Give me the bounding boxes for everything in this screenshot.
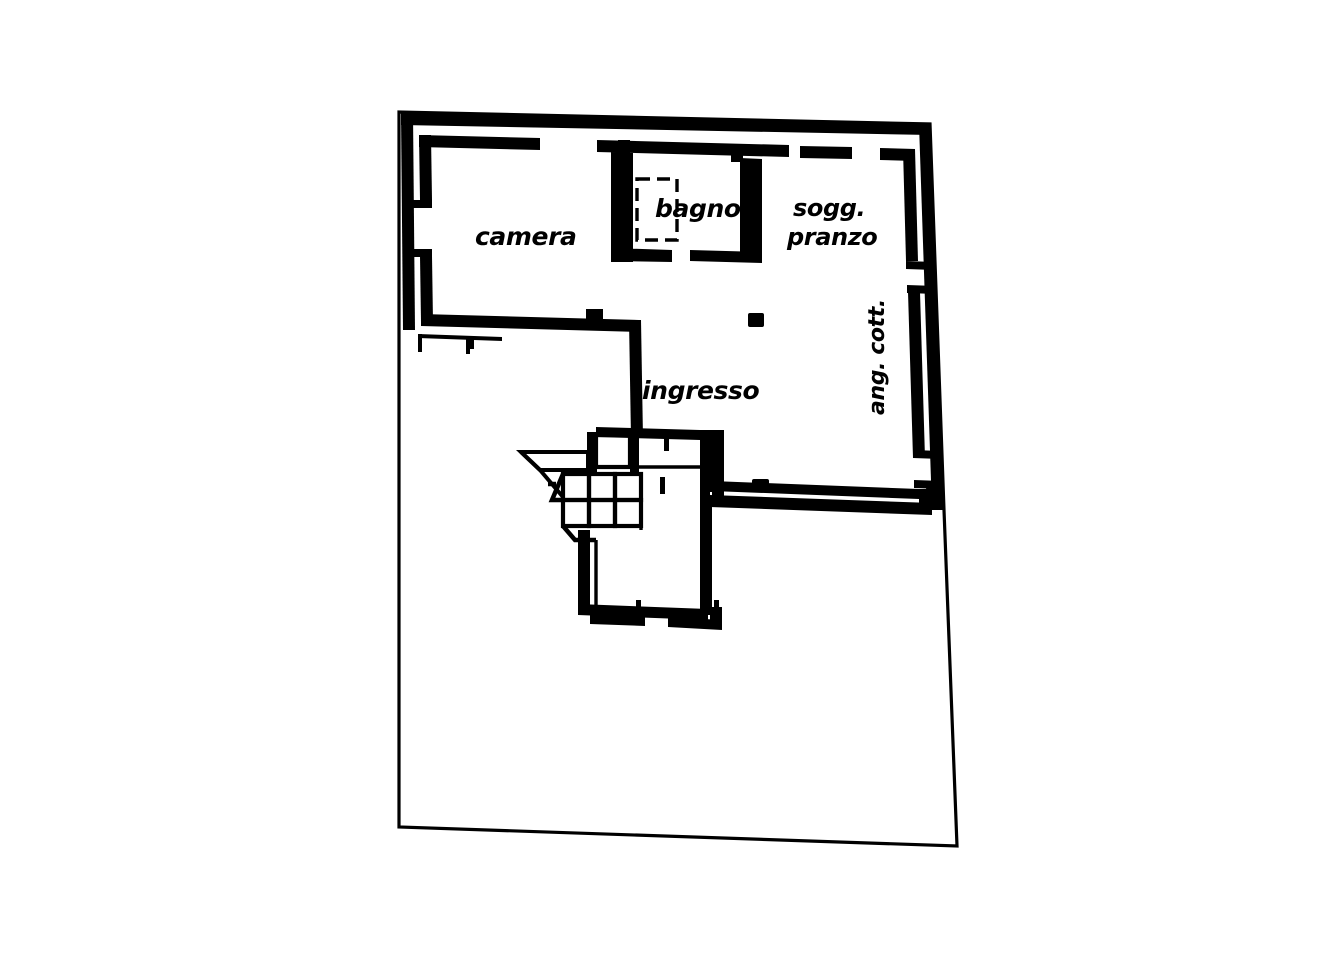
lower-room-walls xyxy=(578,496,722,630)
room-label-ingresso: ingresso xyxy=(642,376,760,405)
room-label-bagno: bagno xyxy=(655,194,741,223)
property-boundary xyxy=(397,110,959,848)
bathroom-walls xyxy=(611,140,762,263)
door-tick-marks xyxy=(636,432,719,619)
bathroom-fixture xyxy=(635,177,679,242)
room-label-pranzo: pranzo xyxy=(786,223,877,251)
exterior-walls xyxy=(401,113,944,515)
column-markers xyxy=(748,313,769,492)
lower-room-inner-lines xyxy=(594,465,700,606)
room-label-angolo-cottura: ang. cott. xyxy=(865,299,890,415)
interior-wall-camera xyxy=(418,309,643,438)
room-label-soggiorno: sogg. xyxy=(793,194,865,222)
room-label-camera: camera xyxy=(475,222,577,251)
